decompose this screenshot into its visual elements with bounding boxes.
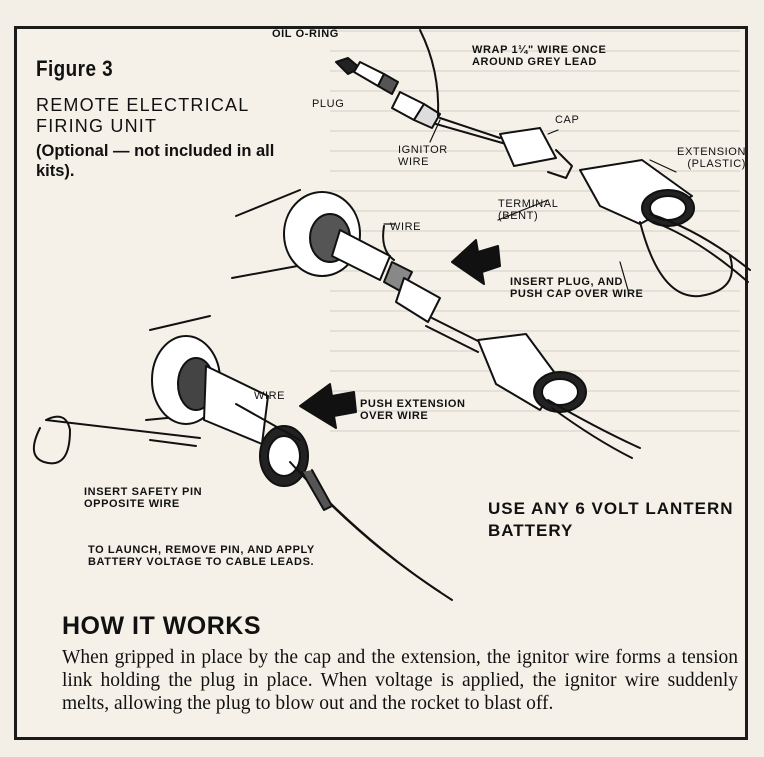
label-ignitor-wire: IGNITOR WIRE xyxy=(398,144,448,168)
figure-title: Figure 3 xyxy=(36,56,114,81)
label-wire-upper: WIRE xyxy=(390,221,422,233)
label-plug: PLUG xyxy=(312,98,345,110)
label-oil-oring: OIL O-RING xyxy=(272,28,339,40)
label-wire-lower: WIRE xyxy=(254,390,286,402)
rocket-body-lower xyxy=(33,315,453,601)
plug-diagram xyxy=(335,29,507,145)
how-it-works-body: When gripped in place by the cap and the… xyxy=(62,647,738,714)
label-cap: CAP xyxy=(555,114,580,126)
label-terminal: TERMINAL (BENT) xyxy=(498,198,559,222)
label-safety-pin: INSERT SAFETY PIN OPPOSITE WIRE xyxy=(84,486,203,510)
cap-extension-diagram xyxy=(499,127,751,298)
figure-subtitle: REMOTE ELECTRICAL FIRING UNIT xyxy=(36,95,249,136)
label-push-extension: PUSH EXTENSION OVER WIRE xyxy=(360,398,466,422)
figure-frame xyxy=(14,26,748,740)
leader-lines xyxy=(383,119,677,291)
label-insert-plug: INSERT PLUG, AND PUSH CAP OVER WIRE xyxy=(510,276,644,300)
label-extension: EXTENSION (PLASTIC) xyxy=(677,146,746,170)
label-wrap-wire: WRAP 1¼" WIRE ONCE AROUND GREY LEAD xyxy=(472,44,607,68)
figure-note: (Optional — not included in all kits). xyxy=(36,142,275,180)
rocket-body-upper xyxy=(231,189,641,459)
label-launch: TO LAUNCH, REMOVE PIN, AND APPLY BATTERY… xyxy=(88,544,315,568)
battery-note: USE ANY 6 VOLT LANTERN BATTERY xyxy=(488,499,734,540)
how-it-works-title: HOW IT WORKS xyxy=(62,612,262,640)
